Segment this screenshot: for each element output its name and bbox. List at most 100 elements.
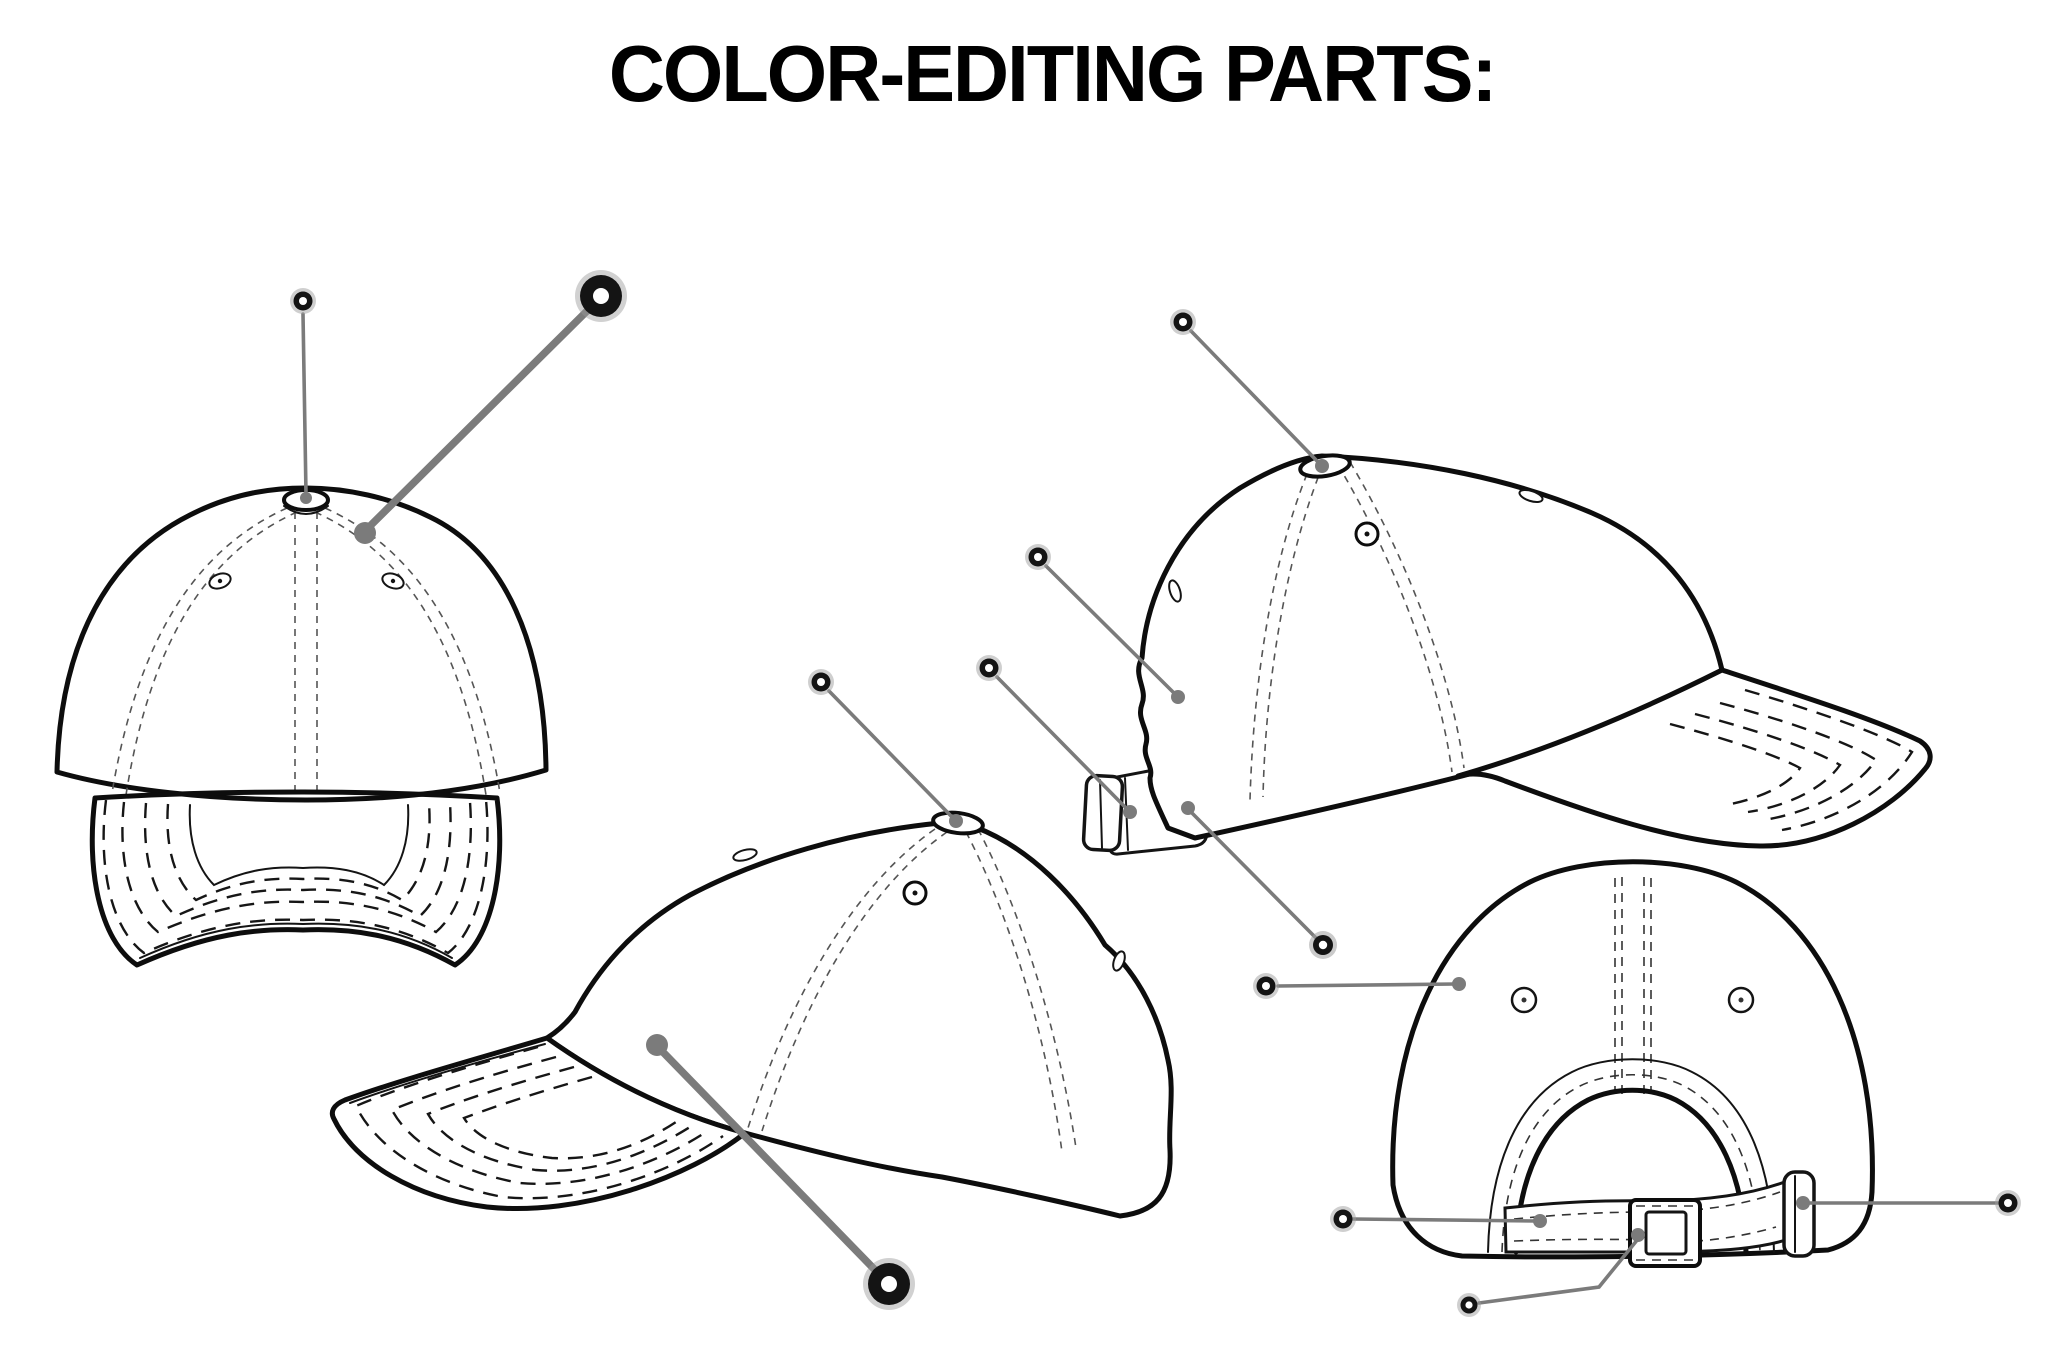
- callout-line: [655, 1044, 880, 1275]
- bill-stitch: [1719, 701, 1878, 822]
- callout-dot-icon: [949, 814, 963, 828]
- callout-dot-icon: [1631, 1228, 1645, 1242]
- callout-buckle: [1181, 801, 1337, 959]
- callout-line: [1276, 982, 1457, 988]
- back-panel-seam: [977, 828, 1077, 1149]
- callout-dot-icon: [646, 1034, 668, 1056]
- callout-ring-large-icon: [863, 1258, 915, 1310]
- callout-dot-icon: [1171, 690, 1185, 704]
- front-panel-seam: [747, 828, 936, 1129]
- callout-line: [301, 312, 308, 496]
- right-panel-seam: [324, 507, 501, 794]
- bill-outline: [89, 789, 503, 968]
- eyelet-icon: [381, 572, 405, 590]
- eyelet-icon: [1518, 488, 1544, 504]
- page-title: COLOR-EDITING PARTS:: [608, 29, 1498, 118]
- bill-stitch: [390, 1055, 707, 1185]
- bill-binding: [139, 922, 453, 959]
- callout-dot-icon: [1123, 805, 1137, 819]
- callout-ring-icon: [1330, 1206, 1356, 1232]
- bill-inner-line: [188, 804, 410, 887]
- opening-outer-arc: [1487, 1058, 1775, 1253]
- callout-ring-icon: [1170, 309, 1196, 335]
- back-panel-seam: [965, 831, 1063, 1153]
- callouts: [290, 270, 2021, 1317]
- eyelet-icon: [902, 880, 928, 906]
- crown-outline: [1136, 453, 1725, 841]
- callout-line: [995, 675, 1129, 811]
- callout-top-button-side-left: [808, 669, 963, 828]
- callout-dot-icon: [354, 522, 376, 544]
- callout-line: [1188, 809, 1318, 940]
- callout-ring-icon: [976, 655, 1002, 681]
- side-view-left-cap: [329, 810, 1174, 1219]
- right-panel-seam: [314, 511, 487, 796]
- bill-stitch: [1669, 722, 1802, 807]
- front-panel-seam: [1349, 461, 1465, 769]
- front-panel-seam: [1337, 464, 1453, 773]
- strap-buckle: [1628, 1198, 1702, 1268]
- callout-strap: [976, 655, 1137, 819]
- bill-stitch: [1694, 712, 1842, 814]
- eyelet-icon: [1727, 986, 1755, 1014]
- callout-ring-icon: [1457, 1293, 1481, 1317]
- bill-stitch: [102, 799, 489, 955]
- eyelet-icon: [1510, 986, 1538, 1014]
- callout-ring-icon: [1995, 1190, 2021, 1216]
- callout-front-crown-panel: [354, 270, 627, 544]
- callout-back-panel: [1025, 544, 1185, 704]
- callout-dot-icon: [1181, 801, 1195, 815]
- bill-inner-line: [349, 1043, 546, 1104]
- bill-stitch: [354, 1045, 724, 1200]
- callout-ring-icon: [290, 288, 316, 314]
- callout-top-button-front: [290, 288, 316, 504]
- bill-stitch: [426, 1065, 691, 1172]
- eyelet-icon: [732, 848, 758, 862]
- opening-stitch-arc: [1501, 1074, 1761, 1253]
- left-panel-seam: [125, 511, 298, 796]
- eyelet-icon: [1168, 579, 1182, 603]
- bill-stitch: [1744, 688, 1914, 832]
- bill-stitch: [166, 803, 431, 902]
- side-view-right-cap: [1081, 453, 1933, 856]
- callout-back-strap-end: [1796, 1190, 2021, 1216]
- eyelet-icon: [1112, 950, 1126, 972]
- callout-back-strap: [1330, 1206, 1547, 1232]
- callout-line: [827, 689, 954, 819]
- left-panel-seam: [111, 507, 288, 794]
- bill-outline: [329, 1035, 748, 1212]
- back-panel-seam: [1249, 461, 1313, 801]
- back-panel-seam: [1262, 464, 1324, 798]
- bill-stitch: [462, 1075, 677, 1160]
- bill-outline: [1455, 667, 1933, 849]
- callout-line: [1477, 1237, 1640, 1305]
- callout-line: [1189, 329, 1320, 464]
- callout-top-button-side: [1170, 309, 1329, 473]
- back-view-cap: [1390, 859, 1875, 1268]
- front-view-cap: [54, 485, 549, 968]
- callout-line: [364, 306, 592, 532]
- callout-ring-large-icon: [575, 270, 627, 322]
- callout-dot-icon: [1315, 459, 1329, 473]
- eyelet-icon: [208, 572, 232, 590]
- callout-side-crown-panel: [646, 1034, 915, 1310]
- eyelet-icon: [1354, 521, 1380, 547]
- front-panel-seam: [761, 831, 948, 1132]
- callout-dot-icon: [1533, 1214, 1547, 1228]
- strap-loop: [1782, 1170, 1816, 1258]
- callout-dot-icon: [1796, 1196, 1810, 1210]
- callout-line: [1044, 564, 1177, 696]
- bill-stitch: [121, 801, 473, 934]
- callout-back-crown-panel: [1253, 973, 1466, 999]
- bill-stitch: [143, 802, 452, 918]
- callout-line: [1351, 1217, 1538, 1223]
- callout-ring-icon: [808, 669, 834, 695]
- callout-ring-icon: [1253, 973, 1279, 999]
- callout-ring-icon: [1309, 931, 1337, 959]
- callout-dot-icon: [300, 492, 312, 504]
- opening-inner-arc: [1513, 1087, 1749, 1255]
- callout-back-buckle: [1457, 1228, 1645, 1317]
- crown-outline: [54, 485, 549, 803]
